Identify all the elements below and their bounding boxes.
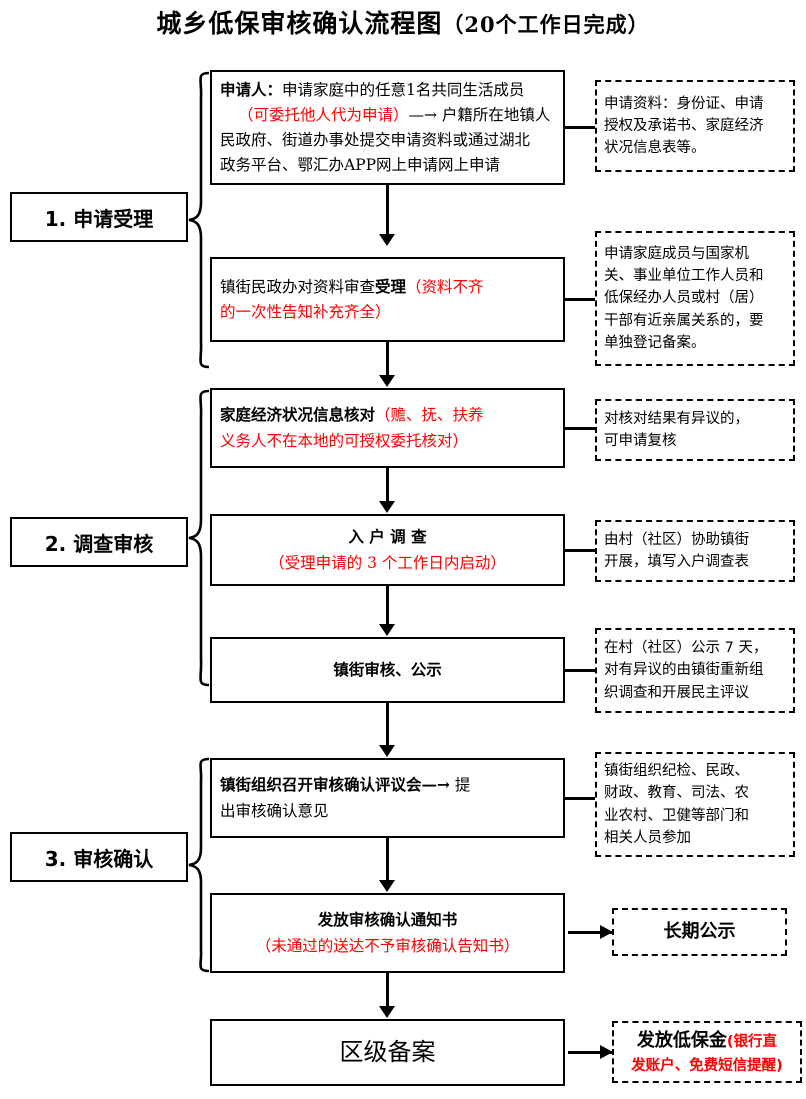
connector-3-line [386, 468, 389, 502]
outcome-payment-box: 发放低保金(银行直 发账户、免费短信提醒) [612, 1021, 802, 1083]
step-review-meeting-line-1: 镇街组织召开审核确认评议会—→ 提 [220, 775, 471, 795]
outcome-arrow-1 [568, 925, 613, 939]
note-departments-line-2: 财政、教育、司法、农 [604, 785, 749, 802]
step-application-line-2: （可委托他人代为申请）—→ 户籍所在地镇人 [238, 105, 551, 124]
connector-1-line [386, 185, 389, 235]
note-departments-line-1: 镇街组织纪检、民政、 [604, 763, 749, 780]
note-link-5 [565, 669, 595, 672]
step-application-line-3: 民政府、街道办事处提交申请资料或通过湖北 [220, 131, 531, 149]
step-review-meeting-box: 镇街组织召开审核确认评议会—→ 提 出审核确认意见 [210, 758, 565, 838]
connector-5-arrow [379, 745, 395, 757]
note-publicity-7days-box: 在村（社区）公示 7 天， 对有异议的由镇街重新组 织调查和开展民主评议 [595, 628, 795, 713]
stage-brace-2 [186, 388, 212, 688]
outcome-arrow-2 [568, 1045, 613, 1059]
note-village-assist-line-2: 开展，填写入户调查表 [604, 554, 749, 570]
step-verify-box: 家庭经济状况信息核对（赡、抚、扶养 义务人不在本地的可授权委托核对） [210, 388, 565, 468]
connector-7-line [386, 973, 389, 1007]
stage-brace-3 [186, 756, 212, 974]
note-departments-box: 镇街组织纪检、民政、 财政、教育、司法、农 业农村、卫健等部门和 相关人员参加 [595, 752, 795, 857]
stage-label-2: 2. 调查审核 [10, 517, 188, 567]
note-publicity-7days-line-3: 织调查和开展民主评议 [604, 684, 749, 701]
connector-2-arrow [379, 375, 395, 387]
note-relatives-box: 申请家庭成员与国家机 关、事业单位工作人员和 低保经办人员或村（居） 干部有近亲… [595, 231, 795, 366]
step-accept-box: 镇街民政办对资料审查受理（资料不齐 的一次性告知补充齐全） [210, 257, 565, 342]
connector-2-line [386, 342, 389, 376]
note-link-3 [565, 427, 595, 430]
connector-4-line [386, 586, 389, 625]
step-notice-line-2: （未通过的送达不予审核确认告知书） [255, 936, 520, 955]
stage-label-2-text: 2. 调查审核 [44, 531, 154, 556]
connector-1-arrow [379, 234, 395, 246]
step-review-publicity-line-1: 镇街审核、公示 [333, 659, 442, 679]
step-verify-line-2: 义务人不在本地的可授权委托核对） [220, 431, 469, 450]
note-relatives-line-5: 单独登记备案。 [604, 334, 706, 351]
connector-4-arrow [379, 624, 395, 636]
page-title-main: 城乡低保审核确认流程图 [156, 9, 443, 38]
connector-5-line [386, 703, 389, 746]
stage-label-1: 1. 申请受理 [10, 192, 188, 242]
step-notice-box: 发放审核确认通知书 （未通过的送达不予审核确认告知书） [210, 893, 565, 973]
note-publicity-7days-line-1: 在村（社区）公示 7 天， [604, 640, 768, 657]
step-home-visit-box: 入 户 调 查 （受理申请的 3 个工作日内启动） [210, 514, 565, 586]
connector-6-line [386, 838, 389, 881]
note-village-assist-box: 由村（社区）协助镇街 开展，填写入户调查表 [595, 520, 795, 582]
note-relatives-line-3: 低保经办人员或村（居） [604, 290, 764, 307]
note-publicity-7days-line-2: 对有异议的由镇街重新组 [604, 662, 764, 679]
note-objection-line-1: 对核对结果有异议的， [604, 410, 749, 427]
note-link-2 [565, 298, 595, 301]
note-link-6 [565, 797, 595, 800]
step-home-visit-line-2: （受理申请的 3 个工作日内启动） [269, 553, 506, 572]
note-relatives-line-1: 申请家庭成员与国家机 [604, 246, 749, 263]
connector-6-arrow [379, 880, 395, 892]
outcome-long-publicity-text: 长期公示 [663, 921, 736, 943]
step-review-meeting-line-2: 出审核确认意见 [220, 801, 329, 820]
note-relatives-line-4: 干部有近亲属关系的，要 [604, 312, 764, 329]
step-accept-line-1: 镇街民政办对资料审查受理（资料不齐 [220, 276, 484, 296]
stage-label-3: 3. 审核确认 [10, 832, 188, 882]
connector-3-arrow [379, 501, 395, 513]
outcome-payment-line-1: 发放低保金(银行直 [636, 1030, 778, 1052]
stage-brace-1 [186, 70, 212, 370]
step-verify-line-1: 家庭经济状况信息核对（赡、抚、扶养 [220, 405, 484, 425]
outcome-payment-line-2: 发账户、免费短信提醒) [631, 1057, 783, 1074]
step-application-line-1: 申请人：申请家庭中的任意1名共同生活成员 [220, 79, 525, 99]
page-title: 城乡低保审核确认流程图（20个工作日完成） [0, 4, 806, 40]
step-notice-line-1: 发放审核确认通知书 [317, 910, 458, 930]
step-review-publicity-box: 镇街审核、公示 [210, 637, 565, 703]
note-relatives-line-2: 关、事业单位工作人员和 [604, 268, 764, 285]
note-materials-box: 申请资料：身份证、申请 授权及承诺书、家庭经济 状况信息表等。 [595, 80, 795, 172]
connector-7-arrow [379, 1006, 395, 1018]
step-accept-line-2: 的一次性告知补充齐全） [220, 303, 391, 321]
note-link-1 [565, 126, 595, 129]
note-village-assist-line-1: 由村（社区）协助镇街 [604, 531, 749, 548]
page-title-paren: （20个工作日完成） [442, 12, 650, 37]
note-objection-line-2: 可申请复核 [604, 433, 677, 449]
note-departments-line-3: 业农村、卫健等部门和 [604, 807, 749, 824]
stage-label-3-text: 3. 审核确认 [44, 846, 154, 871]
step-application-box: 申请人：申请家庭中的任意1名共同生活成员 （可委托他人代为申请）—→ 户籍所在地… [210, 70, 565, 185]
note-materials-line-2: 授权及承诺书、家庭经济 [604, 117, 764, 134]
note-materials-line-3: 状况信息表等。 [604, 140, 706, 157]
note-materials-line-1: 申请资料：身份证、申请 [604, 95, 764, 112]
step-district-record-box: 区级备案 [210, 1019, 565, 1086]
stage-label-1-text: 1. 申请受理 [44, 206, 154, 231]
note-objection-box: 对核对结果有异议的， 可申请复核 [595, 399, 795, 461]
step-district-record-line-1: 区级备案 [339, 1038, 436, 1067]
step-home-visit-line-1: 入 户 调 查 [348, 527, 427, 547]
note-link-4 [565, 549, 595, 552]
note-departments-line-4: 相关人员参加 [604, 829, 691, 846]
outcome-long-publicity-box: 长期公示 [612, 908, 787, 956]
step-application-line-4: 政务平台、鄂汇办APP网上申请网上申请 [220, 156, 501, 175]
